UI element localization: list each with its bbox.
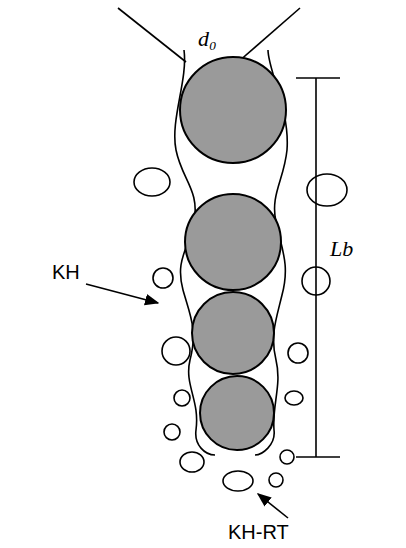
nozzle-line [118, 8, 186, 62]
length-bracket [296, 78, 340, 457]
mechanism-label: KH [52, 262, 80, 282]
liquid-core [185, 194, 281, 290]
length-label: Lb [330, 238, 353, 260]
liquid-core [200, 376, 274, 450]
leader-arrow [258, 494, 288, 518]
mechanism-label: KH-RT [228, 522, 289, 542]
liquid-core [180, 57, 286, 163]
droplets [134, 168, 347, 491]
diameter-label: d₀ [198, 28, 217, 50]
liquid-core [192, 292, 274, 374]
leader-arrow [86, 284, 158, 303]
